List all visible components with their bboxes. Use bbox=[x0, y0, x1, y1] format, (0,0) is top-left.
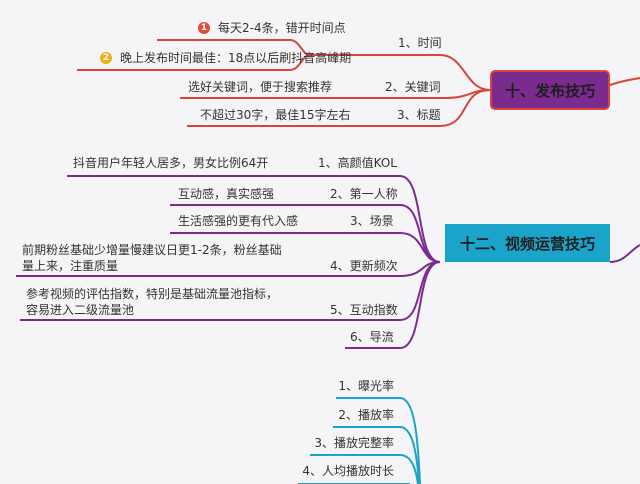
leaf[interactable]: 选好关键词，便于搜索推荐 bbox=[188, 80, 333, 94]
link bbox=[187, 89, 491, 127]
priority-1-icon: 1 bbox=[198, 22, 210, 34]
topic-video-operation-tips[interactable]: 十二、视频运营技巧 bbox=[445, 224, 610, 262]
branch-first-person[interactable]: 2、第一人称 bbox=[330, 187, 398, 201]
link bbox=[609, 244, 640, 263]
link bbox=[310, 54, 491, 91]
link bbox=[170, 232, 441, 263]
leaf[interactable]: 量上来，注重质量 bbox=[22, 259, 119, 273]
priority-2-icon: 2 bbox=[100, 52, 112, 64]
section1-links bbox=[77, 39, 640, 127]
branch-exposure-rate[interactable]: 1、曝光率 bbox=[338, 379, 394, 393]
leaf[interactable]: 不超过30字，最佳15字左右 bbox=[200, 108, 351, 122]
branch-title[interactable]: 3、标题 bbox=[397, 108, 441, 122]
link bbox=[67, 175, 441, 263]
branch-traffic[interactable]: 6、导流 bbox=[350, 330, 394, 344]
leaf[interactable]: 生活感强的更有代入感 bbox=[178, 214, 299, 228]
link bbox=[77, 54, 311, 71]
link bbox=[345, 261, 441, 349]
branch-play-rate[interactable]: 2、播放率 bbox=[338, 408, 394, 422]
leaf[interactable]: 互动感，真实感强 bbox=[178, 187, 275, 201]
leaf[interactable]: 晚上发布时间最佳：18点以后刷抖音高峰期 bbox=[120, 51, 352, 65]
branch-avg-play-time[interactable]: 4、人均播放时长 bbox=[302, 464, 394, 478]
link bbox=[609, 77, 640, 86]
leaf[interactable]: 每天2-4条，错开时间点 bbox=[218, 21, 346, 35]
branch-scene[interactable]: 3、场景 bbox=[350, 214, 394, 228]
section2-links bbox=[16, 175, 640, 349]
leaf[interactable]: 容易进入二级流量池 bbox=[26, 303, 135, 317]
branch-kol[interactable]: 1、高颜值KOL bbox=[318, 156, 397, 170]
branch-time[interactable]: 1、时间 bbox=[398, 36, 442, 50]
topic-title: 十、发布技巧 bbox=[504, 81, 595, 100]
branch-frequency[interactable]: 4、更新频次 bbox=[330, 259, 398, 273]
leaf[interactable]: 前期粉丝基础少增量慢建议日更1-2条，粉丝基础 bbox=[22, 243, 282, 257]
topic-title: 十二、视频运营技巧 bbox=[459, 234, 595, 253]
link bbox=[157, 39, 311, 56]
branch-interaction-index[interactable]: 5、互动指数 bbox=[330, 303, 398, 317]
leaf[interactable]: 抖音用户年轻人居多，男女比例64开 bbox=[73, 156, 269, 170]
branch-completion-rate[interactable]: 3、播放完整率 bbox=[314, 436, 394, 450]
branch-keywords[interactable]: 2、关键词 bbox=[385, 80, 441, 94]
link bbox=[333, 426, 420, 484]
topic-publishing-tips[interactable]: 十、发布技巧 bbox=[490, 70, 610, 110]
link bbox=[336, 397, 421, 484]
link bbox=[310, 454, 419, 484]
leaf[interactable]: 参考视频的评估指数，特别是基础流量池指标， bbox=[26, 287, 279, 301]
section3-links bbox=[298, 397, 421, 484]
